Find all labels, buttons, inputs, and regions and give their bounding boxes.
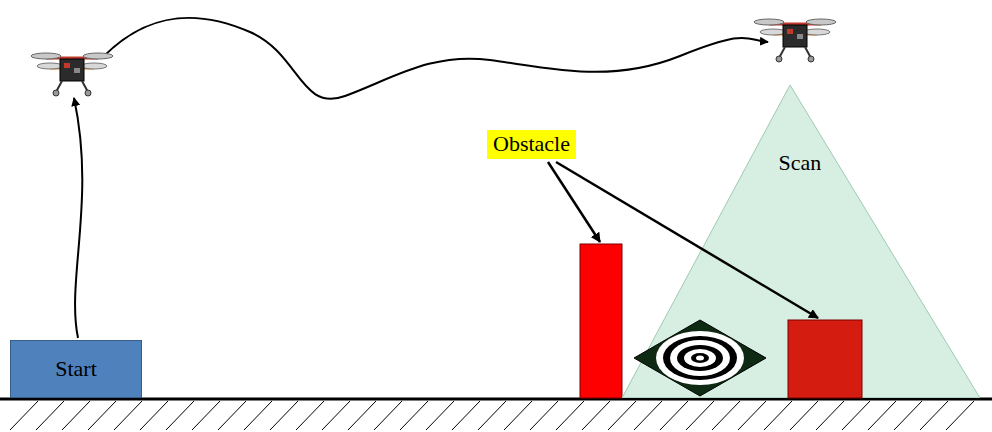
flight-path: [74, 98, 82, 338]
obstacle-label: Obstacle: [487, 130, 576, 159]
leader-arrow: [548, 162, 600, 242]
scan-cone-shape: [622, 85, 980, 398]
leader-arrow: [556, 162, 818, 318]
drone-icon: [31, 53, 113, 96]
drone-icon: [754, 19, 836, 62]
node-text: Scan: [779, 151, 822, 175]
scan-cone: Scan: [622, 85, 980, 398]
start-box: Start: [10, 340, 142, 398]
ground-hatch: [10, 401, 974, 430]
scan-triangle: [622, 85, 980, 398]
node-text: Start: [55, 357, 97, 381]
obstacle-block: [788, 320, 862, 398]
flight-path: [104, 18, 768, 99]
node-text: Obstacle: [493, 132, 570, 156]
obstacle-block: [580, 244, 622, 398]
landing-target: [634, 320, 766, 396]
